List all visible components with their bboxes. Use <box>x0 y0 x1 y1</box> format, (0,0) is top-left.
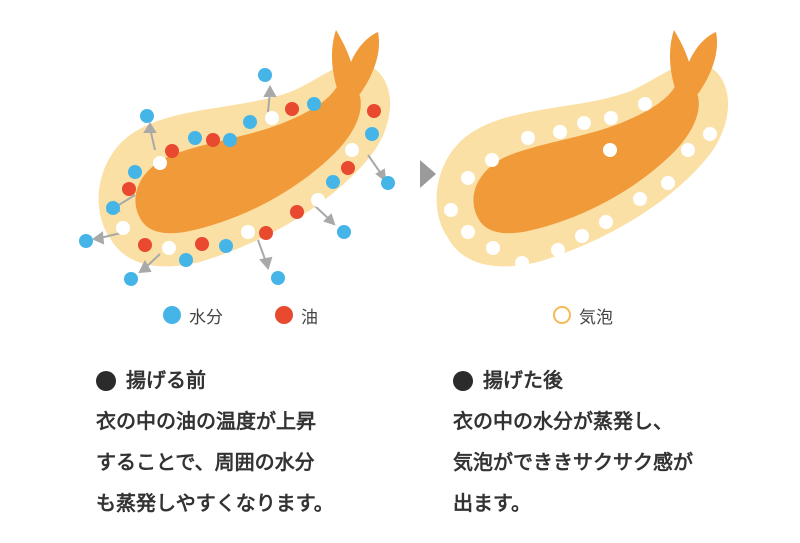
legend-item-water: 水分 <box>163 303 223 328</box>
caption-after-heading: 揚げた後 <box>453 360 783 401</box>
caption-before-line: することで、周囲の水分 <box>96 450 315 474</box>
caption-after-title: 揚げた後 <box>483 368 563 392</box>
caption-after-line: 気泡ができきサクサク感が <box>453 450 693 474</box>
bullet-icon <box>96 370 116 391</box>
bubbles-before <box>116 111 359 255</box>
legend-after: 気泡 <box>553 301 613 329</box>
caption-before-title: 揚げる前 <box>126 368 206 392</box>
water-dot-icon <box>163 306 181 324</box>
evaporation-arrows <box>92 84 387 274</box>
tempura-frying-illustration <box>79 30 729 286</box>
legend-item-oil: 油 <box>275 303 318 328</box>
legend-item-bubble: 気泡 <box>553 303 613 328</box>
oil-droplets <box>122 102 381 252</box>
caption-after: 揚げた後 衣の中の水分が蒸発し、 気泡ができきサクサク感が 出ます。 <box>453 360 783 524</box>
legend-oil-label: 油 <box>301 307 318 328</box>
legend-water-label: 水分 <box>189 307 223 328</box>
water-droplets <box>79 68 395 286</box>
caption-before: 揚げる前 衣の中の油の温度が上昇 することで、周囲の水分 も蒸発しやすくなります… <box>96 360 426 524</box>
bubbles-after <box>444 97 717 270</box>
shrimp-after <box>473 80 699 234</box>
transition-arrow-icon <box>420 160 436 188</box>
oil-dot-icon <box>275 306 293 324</box>
caption-before-line: 衣の中の油の温度が上昇 <box>96 409 316 433</box>
caption-after-line: 出ます。 <box>453 491 531 515</box>
shrimp-tail-after <box>670 30 718 94</box>
caption-before-line: も蒸発しやすくなります。 <box>96 491 334 515</box>
bullet-icon <box>453 370 473 391</box>
shrimp-before <box>135 80 361 234</box>
legend-bubble-label: 気泡 <box>579 307 613 328</box>
caption-before-heading: 揚げる前 <box>96 360 426 401</box>
shrimp-tail-before <box>332 30 380 94</box>
bubble-ring-icon <box>553 306 571 324</box>
legend-before: 水分 油 <box>163 301 318 329</box>
caption-after-line: 衣の中の水分が蒸発し、 <box>453 409 673 433</box>
